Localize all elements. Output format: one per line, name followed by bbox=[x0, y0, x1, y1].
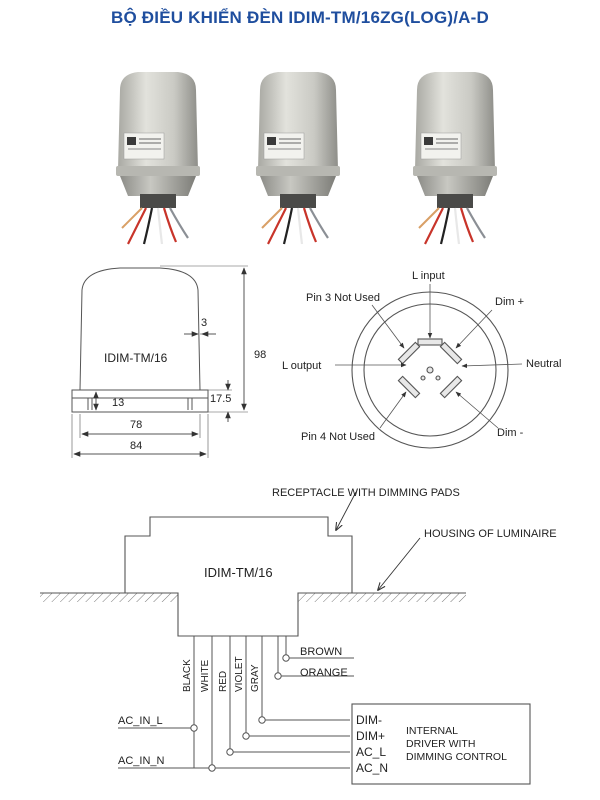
product-photo-group bbox=[116, 72, 497, 245]
pin-label-l-output: L output bbox=[282, 360, 321, 372]
terminal-ac-l: AC_L bbox=[356, 745, 386, 759]
dim-98-label: 98 bbox=[254, 349, 266, 361]
ac-in-l-label: AC_IN_L bbox=[118, 715, 163, 727]
pin-label-dim-minus: Dim - bbox=[497, 427, 524, 439]
receptacle-label: RECEPTACLE WITH DIMMING PADS bbox=[272, 487, 460, 499]
dimension-drawing bbox=[71, 265, 248, 458]
driver-label-line: INTERNAL bbox=[406, 725, 458, 737]
ac-in-n-label: AC_IN_N bbox=[118, 755, 165, 767]
dim-78-label: 78 bbox=[130, 419, 142, 431]
wire-label-black: BLACK bbox=[182, 659, 193, 692]
wiring-diagram bbox=[40, 491, 531, 785]
dim-3-label: 3 bbox=[201, 317, 207, 329]
wire-label-orange: ORANGE bbox=[300, 667, 348, 679]
housing-label: HOUSING OF LUMINAIRE bbox=[424, 528, 557, 540]
terminal-dim-minus: DIM- bbox=[356, 713, 382, 727]
wire-label-violet: VIOLET bbox=[234, 656, 245, 692]
luminaire-housing-hatch bbox=[298, 593, 466, 602]
driver-label-line: DIMMING CONTROL bbox=[406, 751, 507, 763]
pin-label-neutral: Neutral bbox=[526, 358, 561, 370]
pin-label-dim-plus: Dim + bbox=[495, 296, 524, 308]
wire-label-gray: GRAY bbox=[250, 664, 261, 692]
product-photo bbox=[413, 72, 497, 245]
socket-slots bbox=[397, 338, 463, 399]
model-label: IDIM-TM/16 bbox=[104, 351, 168, 365]
wire-label-brown: BROWN bbox=[300, 646, 342, 658]
housing-outline bbox=[79, 267, 201, 391]
driver-label-line: DRIVER WITH bbox=[406, 738, 475, 750]
dim-84-label: 84 bbox=[130, 440, 142, 452]
pin-label-pin3: Pin 3 Not Used bbox=[306, 292, 380, 304]
wire-label-white: WHITE bbox=[200, 659, 211, 692]
wire-label-red: RED bbox=[218, 671, 229, 692]
dim-17-5-label: 17.5 bbox=[210, 393, 231, 405]
terminal-ac-n: AC_N bbox=[356, 761, 388, 775]
product-photo bbox=[256, 72, 340, 245]
device-label: IDIM-TM/16 bbox=[204, 565, 273, 580]
luminaire-housing-hatch bbox=[40, 593, 178, 602]
dim-13-label: 13 bbox=[112, 397, 124, 409]
housing-base bbox=[71, 389, 209, 413]
pin-label-pin4: Pin 4 Not Used bbox=[301, 431, 375, 443]
product-photo bbox=[116, 72, 200, 245]
pin-label-l-input: L input bbox=[412, 270, 445, 282]
terminal-dim-plus: DIM+ bbox=[356, 729, 385, 743]
pin-diagram bbox=[335, 284, 523, 449]
driver-box bbox=[351, 703, 531, 785]
page-title: BỘ ĐIỀU KHIỂN ĐÈN IDIM-TM/16ZG(LOG)/A-D bbox=[110, 8, 489, 27]
device-outline bbox=[124, 516, 353, 637]
